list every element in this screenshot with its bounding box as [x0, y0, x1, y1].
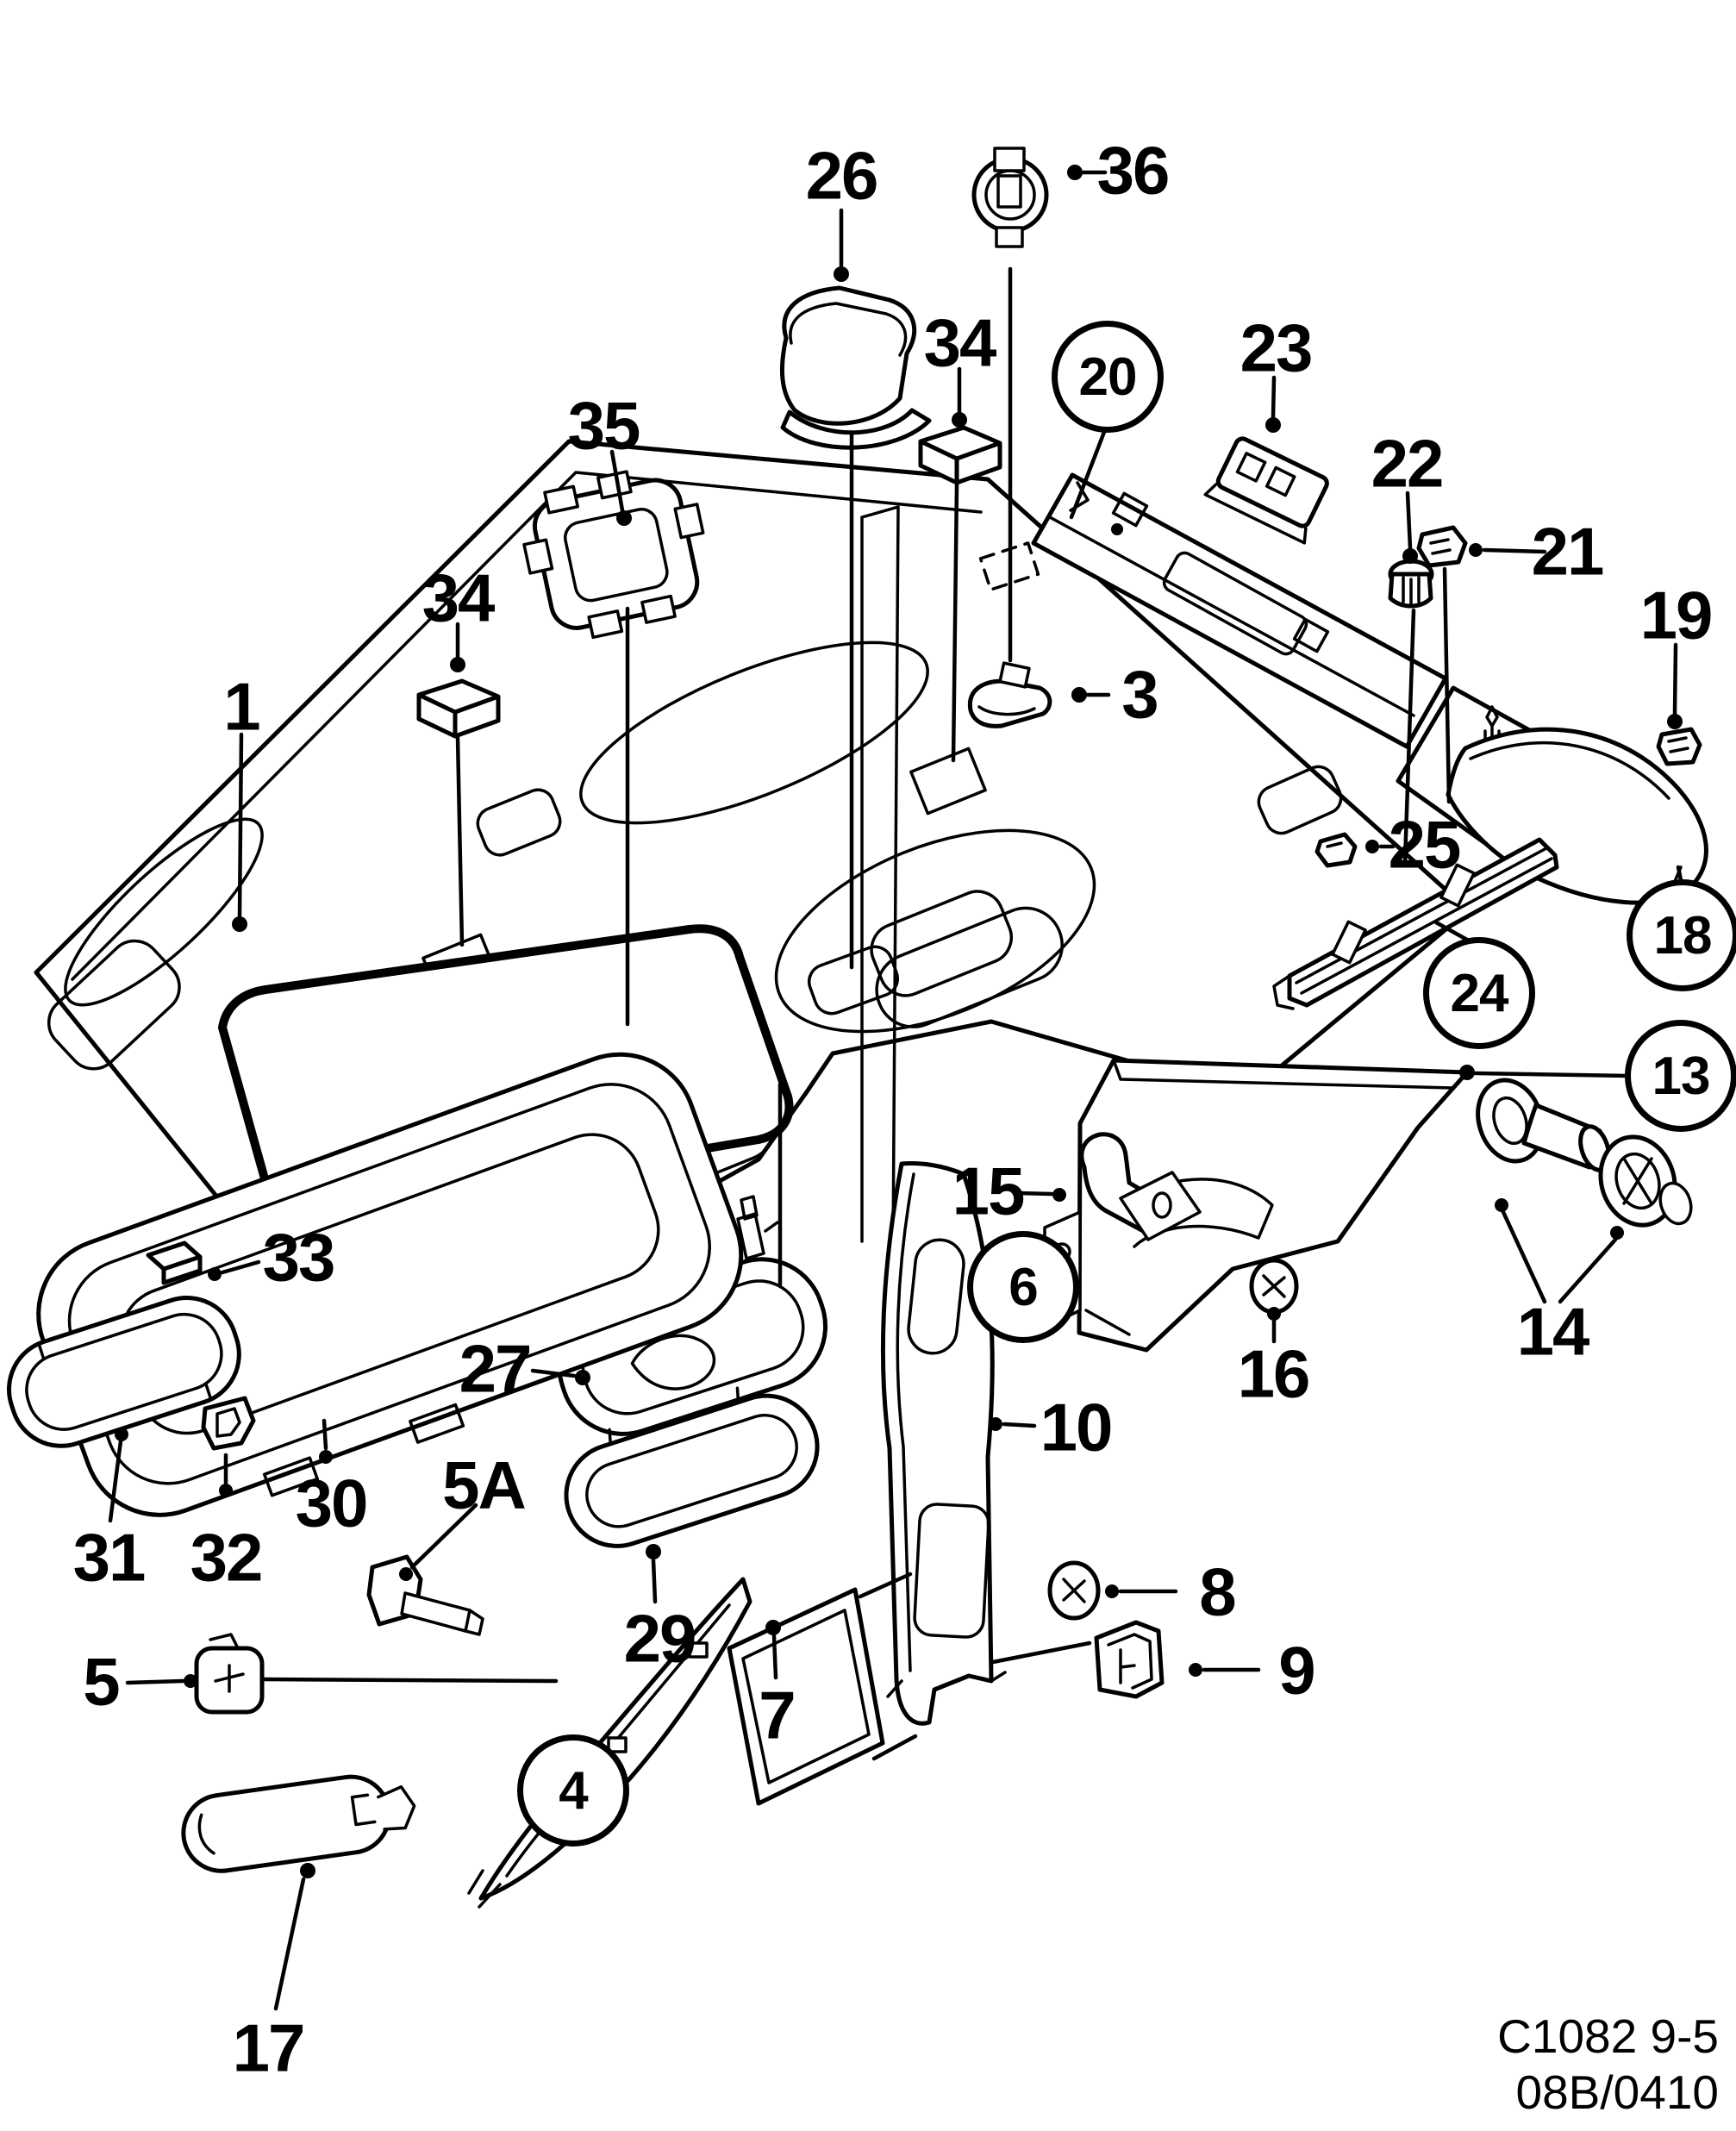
callout-20: 20	[1052, 321, 1164, 433]
b-pillar-trim	[880, 1161, 1007, 1726]
callout-16: 16	[1237, 1335, 1311, 1412]
clip-5a	[366, 1554, 484, 1636]
callout-34-top: 34	[923, 304, 997, 381]
rear-header-trim	[1031, 472, 1448, 749]
callout-14: 14	[1516, 1293, 1590, 1370]
callout-21: 21	[1531, 513, 1605, 590]
callout-27: 27	[459, 1330, 533, 1407]
pin-and-grommet-14	[1476, 1078, 1693, 1228]
clip-25	[1314, 832, 1358, 868]
callout-5: 5	[83, 1643, 120, 1720]
callout-24: 24	[1423, 937, 1535, 1049]
switch-23	[1203, 436, 1329, 545]
callout-10: 10	[1040, 1389, 1114, 1465]
nut-22	[1388, 559, 1434, 609]
figure-caption: C1082 9-5 08B/0410	[1497, 2009, 1719, 2121]
callout-36: 36	[1096, 132, 1171, 209]
callout-19: 19	[1639, 577, 1714, 653]
callout-30: 30	[295, 1465, 369, 1541]
figure-plate: 08B/0410	[1515, 2065, 1720, 2120]
roof-rail	[1272, 837, 1559, 1010]
callout-22: 22	[1371, 425, 1445, 502]
clip-5	[194, 1633, 265, 1715]
a-pillar-trim	[467, 1577, 752, 1909]
callout-34-left: 34	[422, 559, 496, 636]
callout-6: 6	[967, 1231, 1079, 1343]
callout-26: 26	[805, 137, 879, 214]
gasket-ring-35	[522, 470, 705, 640]
callout-32: 32	[190, 1519, 264, 1596]
callout-9: 9	[1278, 1632, 1315, 1709]
pad-31	[6, 1295, 241, 1448]
plug-36	[971, 147, 1049, 248]
callout-8: 8	[1199, 1553, 1236, 1630]
bracket-15	[1079, 1132, 1202, 1241]
callout-33: 33	[262, 1219, 336, 1296]
callout-7: 7	[759, 1677, 796, 1753]
clip-33	[146, 1240, 203, 1285]
dome-cover-26	[779, 285, 932, 450]
stowage-net	[727, 1587, 885, 1806]
lamp-lens	[564, 1386, 820, 1548]
callout-15: 15	[952, 1153, 1026, 1229]
callout-35: 35	[567, 387, 641, 464]
grommet-8	[1047, 1560, 1101, 1621]
clip-19	[1656, 727, 1702, 766]
clip-3	[967, 661, 1052, 728]
grommet-16	[1249, 1258, 1299, 1315]
callout-5A: 5A	[442, 1447, 527, 1523]
callout-23: 23	[1240, 309, 1314, 386]
callout-25: 25	[1388, 806, 1462, 883]
callout-3: 3	[1121, 656, 1158, 733]
foam-block-34-left	[416, 678, 501, 739]
callout-13: 13	[1625, 1020, 1736, 1132]
callout-17: 17	[232, 2009, 306, 2086]
callout-18: 18	[1627, 879, 1736, 991]
visor-hook	[181, 1774, 416, 1873]
clip-9	[1094, 1620, 1165, 1699]
callout-4: 4	[517, 1734, 629, 1847]
figure-code: C1082 9-5	[1497, 2009, 1719, 2064]
leader-lines	[108, 165, 1684, 2011]
callout-29: 29	[623, 1600, 697, 1677]
clip-32	[201, 1396, 256, 1451]
callout-31: 31	[72, 1519, 147, 1596]
callout-1: 1	[223, 668, 260, 745]
clip-21	[1416, 525, 1468, 568]
